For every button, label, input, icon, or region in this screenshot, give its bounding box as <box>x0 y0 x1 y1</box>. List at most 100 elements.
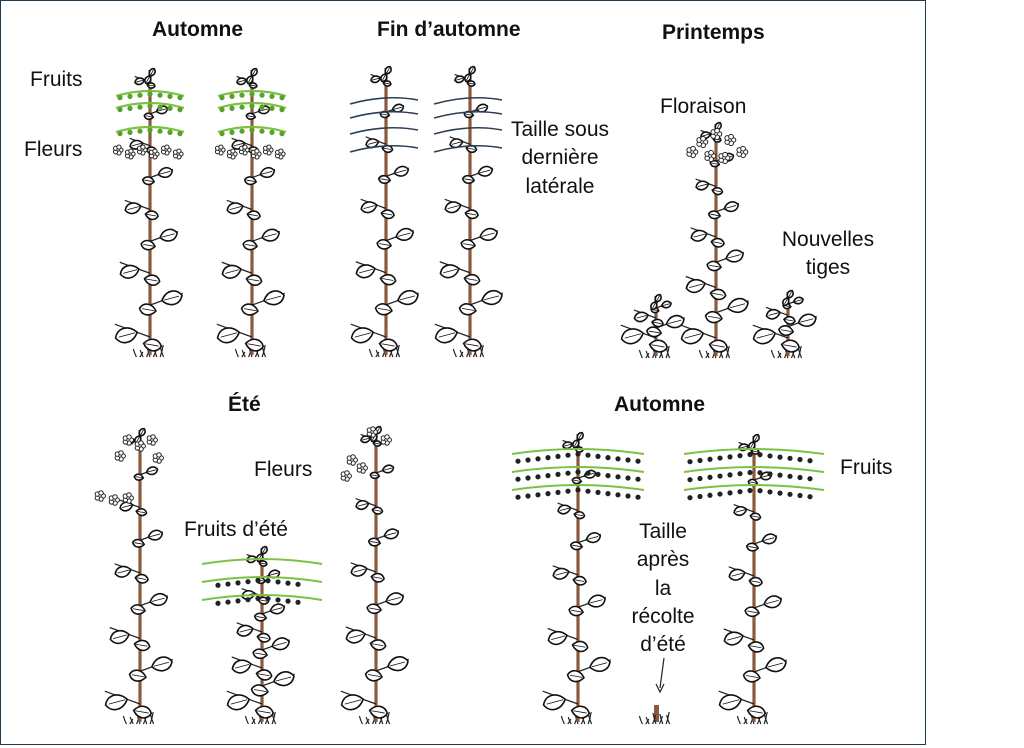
leaf-icon <box>244 338 265 352</box>
leaf-icon <box>566 670 585 683</box>
leaf-icon <box>695 180 710 191</box>
leaf-icon <box>745 542 760 552</box>
leaf-icon <box>378 338 399 352</box>
leaf-icon <box>708 339 729 353</box>
leaf-icon <box>138 303 157 316</box>
leaf-icon <box>252 648 269 660</box>
label-fruits-autumn: Fruits <box>30 68 83 91</box>
berry <box>585 488 591 494</box>
berry <box>137 104 143 110</box>
leaf-icon <box>143 274 161 286</box>
leaf-icon <box>744 606 761 618</box>
leaf-icon <box>142 338 163 352</box>
berry <box>555 489 561 495</box>
leaf-icon <box>262 290 285 306</box>
flower-icon <box>718 151 731 165</box>
berry <box>245 579 251 585</box>
fruiting-branch <box>511 466 645 473</box>
leaf-icon <box>141 176 156 186</box>
berry <box>697 475 703 482</box>
leaf-icon <box>654 293 662 303</box>
berry <box>545 455 551 461</box>
fruiting-branch <box>217 101 287 110</box>
leaf-icon <box>372 440 382 447</box>
berry <box>767 489 773 495</box>
fruiting-branch <box>511 484 645 491</box>
berry <box>615 456 621 462</box>
berry <box>279 131 285 137</box>
berry <box>535 456 541 462</box>
arrow-down-icon <box>659 657 665 689</box>
berry <box>605 455 611 461</box>
berry <box>269 129 275 135</box>
berry <box>157 128 163 134</box>
leaf-icon <box>463 273 481 286</box>
flower-icon <box>226 148 238 160</box>
leaf-icon <box>569 541 584 551</box>
berry <box>225 581 231 587</box>
leaf-icon <box>468 65 476 75</box>
label-pruning-after-harvest: Taille après la récolte d’été <box>631 520 695 657</box>
flower-icon <box>696 135 709 149</box>
berry <box>219 131 225 137</box>
berry <box>157 104 163 110</box>
flower-icon <box>124 148 136 160</box>
flower-icon <box>94 490 106 502</box>
leaf-icon <box>477 165 494 177</box>
berry <box>767 471 773 477</box>
flower-icon <box>160 144 172 156</box>
berry <box>239 92 245 98</box>
berry <box>219 107 225 113</box>
leaf-icon <box>131 538 146 548</box>
leaf-icon <box>261 228 281 242</box>
leaf-icon <box>690 229 708 242</box>
leaf-icon <box>709 288 727 301</box>
flower-icon <box>136 144 148 156</box>
berry <box>737 471 743 477</box>
flower-icon <box>146 434 158 446</box>
label-summer-fruits: Fruits d’été <box>184 518 288 541</box>
berry <box>697 493 703 500</box>
berry <box>757 488 763 494</box>
leaf-icon <box>258 560 268 567</box>
berry <box>285 598 291 604</box>
cut-line <box>433 144 503 153</box>
leaf-icon <box>380 209 395 220</box>
berry <box>807 476 813 482</box>
leaf-icon <box>148 67 156 77</box>
berry <box>687 495 693 501</box>
plant-late-autumn-1 <box>349 65 419 358</box>
leaf-icon <box>371 506 384 515</box>
leaf-icon <box>250 67 258 77</box>
berry <box>535 474 541 480</box>
berry <box>737 453 743 459</box>
flower-icon <box>710 127 723 141</box>
leaf-icon <box>651 318 664 328</box>
leaf-icon <box>464 73 472 83</box>
berry <box>235 598 241 604</box>
flower-icon <box>250 148 262 160</box>
leaf-icon <box>272 671 295 687</box>
berry <box>255 595 261 602</box>
berry <box>167 129 173 135</box>
leaf-icon <box>250 684 269 697</box>
title-autumn-1: Automne <box>152 18 243 41</box>
leaf-icon <box>552 567 570 580</box>
berry <box>117 95 123 101</box>
berry <box>747 487 753 494</box>
leaf-icon <box>479 227 499 241</box>
new-stem-left <box>620 293 685 359</box>
leaf-icon <box>587 594 607 608</box>
flower-icon <box>114 450 126 462</box>
berry <box>585 452 591 458</box>
leaf-icon <box>645 326 663 338</box>
berry <box>737 489 743 495</box>
berry <box>269 105 275 111</box>
flower-icon <box>172 148 184 160</box>
leaf-icon <box>355 499 370 511</box>
leaf-icon <box>119 264 140 279</box>
leaf-icon <box>104 694 129 711</box>
leaf-icon <box>585 532 602 544</box>
leaf-icon <box>723 631 744 646</box>
leaf-icon <box>366 603 383 615</box>
